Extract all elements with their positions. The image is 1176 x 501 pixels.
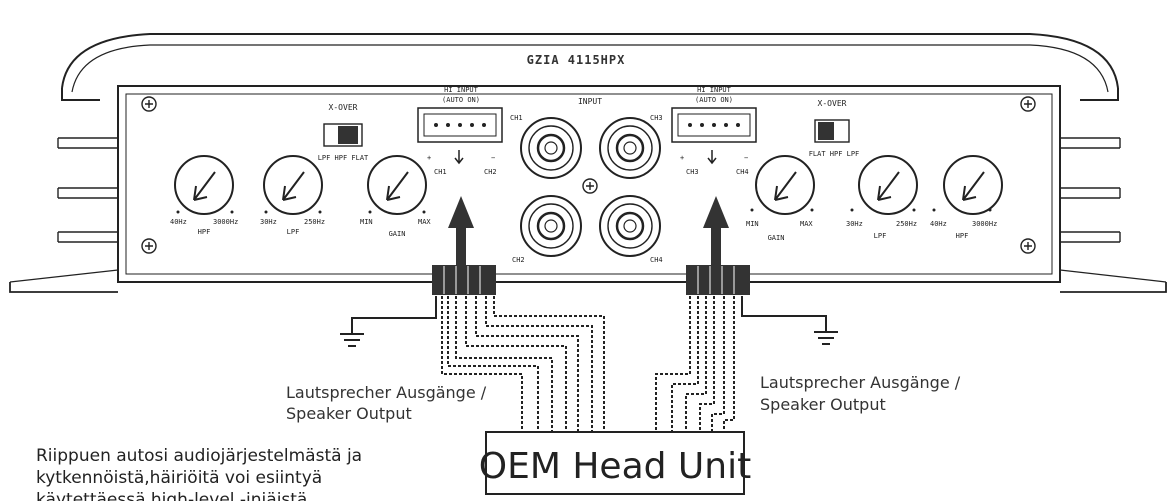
rca-jack-ch1[interactable] xyxy=(520,117,582,179)
oem-head-unit: OEM Head Unit xyxy=(479,431,751,495)
xover-label: X-OVER xyxy=(818,99,847,108)
screw-icon xyxy=(1020,96,1036,112)
knob-name: LPF xyxy=(287,228,300,236)
speaker-output-label-right-en: Speaker Output xyxy=(760,395,886,414)
xover-positions: FLAT HPF LPF xyxy=(809,150,860,158)
knob-max: 3000Hz xyxy=(972,220,997,228)
knob-max: 3000Hz xyxy=(213,218,238,226)
rca-jack-ch4[interactable] xyxy=(599,195,661,257)
knob-max: MAX xyxy=(418,218,431,226)
screw-icon-group xyxy=(141,96,1036,254)
screw-icon xyxy=(582,178,598,194)
knob-min: 40Hz xyxy=(930,220,947,228)
input-label: INPUT xyxy=(578,97,602,106)
rca-jack-ch2[interactable] xyxy=(520,195,582,257)
knob-name: HPF xyxy=(198,228,211,236)
channel-label: CH4 xyxy=(736,168,749,176)
speaker-output-label-left: Lautsprecher Ausgänge / xyxy=(286,383,487,402)
hi-input-label: HI INPUT xyxy=(697,86,732,94)
ground-icon xyxy=(814,331,838,345)
hi-input-label: HI INPUT xyxy=(444,86,479,94)
note-line-3: käytettäessä high-level -injäistä. xyxy=(36,490,313,501)
channel-label: CH2 xyxy=(484,168,497,176)
knob-min: MIN xyxy=(746,220,759,228)
xover-switch-left[interactable]: X-OVER LPF HPF FLAT xyxy=(318,103,369,162)
hi-input-right[interactable]: HI INPUT (AUTO ON) + − CH3 CH4 xyxy=(671,86,757,176)
note-line-2: kytkennöistä,häiriöitä voi esiintyä xyxy=(36,468,322,488)
ground-wire-left xyxy=(351,296,437,334)
knob-right-hpf[interactable]: 40Hz 3000Hz HPF xyxy=(930,155,1003,240)
knob-right-lpf[interactable]: 30Hz 250Hz LPF xyxy=(846,155,918,240)
rca-inputs xyxy=(520,117,661,257)
hi-input-mode: (AUTO ON) xyxy=(695,96,733,104)
knob-name: HPF xyxy=(956,232,969,240)
knob-name: GAIN xyxy=(768,234,785,242)
screw-icon xyxy=(1020,238,1036,254)
ground-icon xyxy=(340,333,364,347)
model-name: GZIA 4115HPX xyxy=(527,53,626,67)
ground-wire-right xyxy=(741,296,827,332)
knob-left-gain[interactable]: MIN MAX GAIN xyxy=(360,155,431,238)
knob-name: LPF xyxy=(874,232,887,240)
rca-ch2-label: CH2 xyxy=(512,256,525,264)
head-unit-label: OEM Head Unit xyxy=(479,446,751,487)
hi-input-mode: (AUTO ON) xyxy=(442,96,480,104)
screw-icon xyxy=(141,238,157,254)
speaker-wires-right xyxy=(655,296,735,432)
knob-min: 30Hz xyxy=(846,220,863,228)
rca-ch4-label: CH4 xyxy=(650,256,663,264)
knob-min: 30Hz xyxy=(260,218,277,226)
knob-max: 250Hz xyxy=(304,218,325,226)
rca-ch1-label: CH1 xyxy=(510,114,523,122)
channel-label: CH1 xyxy=(434,168,447,176)
arrow-up-icon xyxy=(703,196,729,267)
knob-min: MIN xyxy=(360,218,373,226)
plus-sign: + xyxy=(427,154,431,162)
knob-right-gain[interactable]: MIN MAX GAIN xyxy=(746,155,815,242)
speaker-output-label-left-en: Speaker Output xyxy=(286,404,412,423)
xover-positions: LPF HPF FLAT xyxy=(318,154,369,162)
speaker-output-label-right: Lautsprecher Ausgänge / xyxy=(760,373,961,392)
xover-switch-right[interactable]: X-OVER FLAT HPF LPF xyxy=(809,99,860,158)
rca-jack-ch3[interactable] xyxy=(599,117,661,179)
knob-max: 250Hz xyxy=(896,220,917,228)
screw-icon xyxy=(141,96,157,112)
arrow-up-icon xyxy=(448,196,474,267)
xover-label: X-OVER xyxy=(329,103,358,112)
rca-ch3-label: CH3 xyxy=(650,114,663,122)
knob-name: GAIN xyxy=(389,230,406,238)
knob-left-lpf[interactable]: 30Hz 250Hz LPF xyxy=(260,155,325,236)
hi-input-left[interactable]: HI INPUT (AUTO ON) + − CH1 CH2 xyxy=(417,86,503,176)
harness-plug-left xyxy=(432,265,496,295)
knob-max: MAX xyxy=(800,220,813,228)
channel-label: CH3 xyxy=(686,168,699,176)
note-line-1: Riippuen autosi audiojärjestelmästä ja xyxy=(36,446,362,466)
knob-left-hpf[interactable]: 40Hz 3000Hz HPF xyxy=(170,155,238,236)
amplifier-chassis xyxy=(9,33,1167,293)
minus-sign: − xyxy=(491,154,495,162)
plus-sign: + xyxy=(680,154,684,162)
knob-min: 40Hz xyxy=(170,218,187,226)
minus-sign: − xyxy=(744,154,748,162)
harness-plug-right xyxy=(686,265,750,295)
speaker-wires-left xyxy=(441,296,605,432)
